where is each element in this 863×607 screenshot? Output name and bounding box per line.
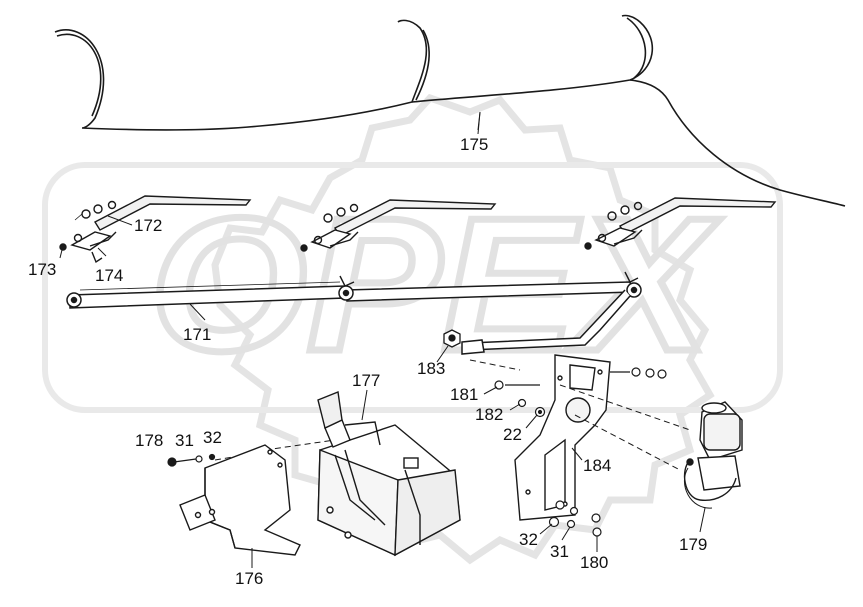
callout-181: 181 [450,385,478,404]
callout-labels: 175 172 173 174 171 183 177 181 182 22 1… [28,135,707,588]
callout-182: 182 [475,405,503,424]
callout-183: 183 [417,359,445,378]
wiper-motor-179 [683,401,743,509]
watermark-gear [211,93,715,565]
callout-179: 179 [679,535,707,554]
callout-172: 172 [134,216,162,235]
fasteners-left [167,453,216,467]
callout-174: 174 [95,266,123,285]
washer-hose-175 [54,14,846,207]
callout-32-right: 32 [519,530,538,549]
callout-32-left: 32 [203,428,222,447]
callout-173: 173 [28,260,56,279]
callout-175: 175 [460,135,488,154]
callout-177: 177 [352,371,380,390]
callout-171: 171 [183,325,211,344]
callout-178: 178 [135,431,163,450]
callout-176: 176 [235,569,263,588]
tank-bracket-176 [179,444,301,556]
leader-lines [59,111,706,568]
callout-184: 184 [583,456,611,475]
callout-31-left: 31 [175,431,194,450]
callout-22: 22 [503,425,522,444]
callout-180: 180 [580,553,608,572]
motor-bracket-184 [514,354,611,521]
wiper-arm-left [59,195,252,264]
fasteners-bracket [494,367,667,537]
nut-183 [443,329,461,348]
wiper-arm-right [584,197,777,283]
washer-tank-177 [317,391,461,557]
wiper-arm-center [300,199,497,287]
callout-31-right: 31 [550,542,569,561]
wiper-linkage-171 [66,281,642,355]
watermark-frame [42,162,783,413]
